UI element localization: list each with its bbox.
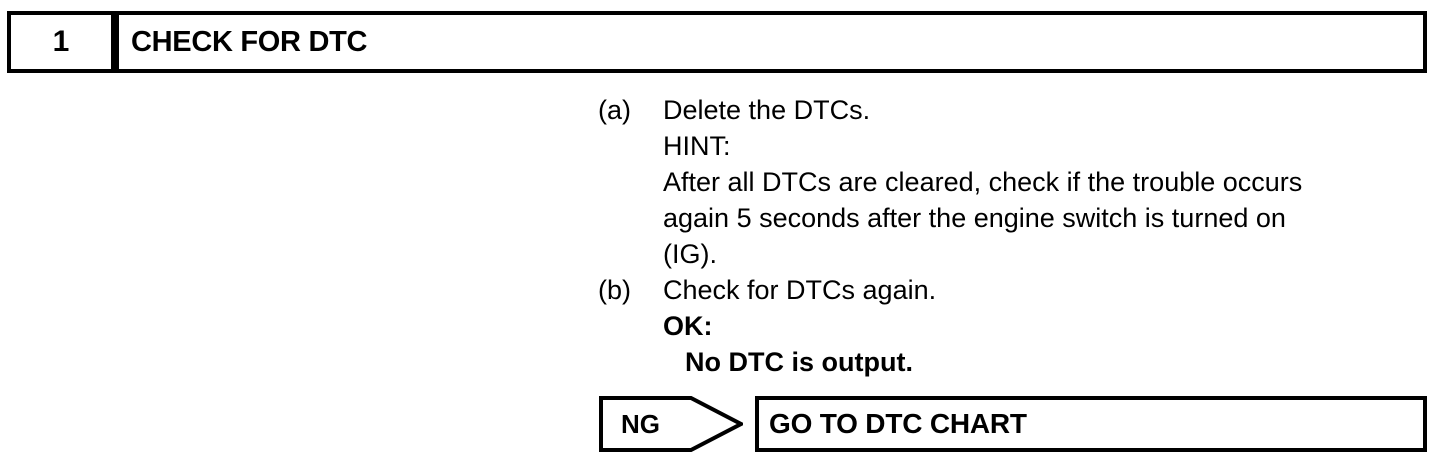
procedure-line-ok-label: OK: bbox=[663, 311, 713, 341]
procedure-lines: Check for DTCs again. OK: No DTC is outp… bbox=[663, 272, 1398, 380]
procedure-lines: Delete the DTCs. HINT: After all DTCs ar… bbox=[663, 92, 1398, 272]
procedure-line-ok-criteria: No DTC is output. bbox=[685, 347, 913, 377]
goto-destination-box[interactable]: GO TO DTC CHART bbox=[755, 396, 1427, 452]
procedure-line: (IG). bbox=[663, 239, 717, 269]
goto-destination-label: GO TO DTC CHART bbox=[769, 408, 1027, 439]
procedure-item-a: (a) Delete the DTCs. HINT: After all DTC… bbox=[598, 92, 1398, 272]
result-flow: NG GO TO DTC CHART bbox=[599, 396, 1427, 452]
step-number-cell: 1 bbox=[11, 15, 115, 69]
step-number: 1 bbox=[52, 25, 70, 58]
procedure-line: again 5 seconds after the engine switch … bbox=[663, 203, 1286, 233]
arrow-right-pentagon-icon bbox=[599, 396, 743, 452]
procedure-line: Check for DTCs again. bbox=[663, 275, 937, 305]
procedure-marker: (a) bbox=[598, 95, 631, 125]
ng-label: NG bbox=[621, 409, 660, 439]
procedure-line-hint-label: HINT: bbox=[663, 131, 731, 161]
step-title-cell: CHECK FOR DTC bbox=[115, 15, 1423, 69]
procedure-item-b: (b) Check for DTCs again. OK: No DTC is … bbox=[598, 272, 1398, 380]
procedure-marker: (b) bbox=[598, 275, 631, 305]
ng-arrow-shape: NG bbox=[599, 396, 743, 452]
procedure-body: (a) Delete the DTCs. HINT: After all DTC… bbox=[598, 92, 1398, 380]
procedure-line: Delete the DTCs. bbox=[663, 95, 871, 125]
step-title: CHECK FOR DTC bbox=[131, 25, 368, 58]
procedure-line: After all DTCs are cleared, check if the… bbox=[663, 167, 1303, 197]
step-header-bar: 1 CHECK FOR DTC bbox=[7, 11, 1427, 73]
